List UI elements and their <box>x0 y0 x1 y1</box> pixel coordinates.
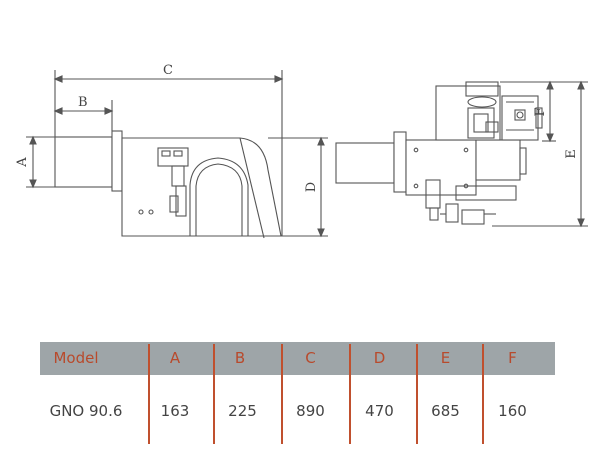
label-f: F <box>533 107 548 116</box>
column-separator <box>416 344 418 444</box>
dimension-c <box>53 70 284 236</box>
side-view <box>54 130 282 239</box>
header-e: E <box>440 349 451 367</box>
dimension-f <box>500 80 556 143</box>
label-e: E <box>564 149 579 159</box>
column-separator <box>281 344 283 444</box>
label-b: B <box>78 95 88 110</box>
dimension-d <box>268 136 328 238</box>
cell-a: 163 <box>160 402 190 420</box>
cell-d: 470 <box>365 402 394 420</box>
header-f: F <box>508 349 517 367</box>
dimension-a <box>26 135 55 189</box>
label-d: D <box>304 182 319 192</box>
header-model: Model <box>53 349 99 367</box>
cell-e: 685 <box>431 402 460 420</box>
column-separator <box>349 344 351 444</box>
column-separator <box>482 344 484 444</box>
blast-tube-front <box>335 142 395 184</box>
fan-housing-arch <box>189 157 249 236</box>
burner-dimension-drawing: C B A D E F <box>15 63 588 239</box>
cell-model: GNO 90.6 <box>49 402 123 420</box>
header-a: A <box>169 349 181 367</box>
header-d: D <box>373 349 386 367</box>
label-c: C <box>163 63 173 78</box>
column-separator <box>148 344 150 444</box>
dimension-b <box>53 100 114 131</box>
mounting-flange-side <box>111 130 123 192</box>
cell-f: 160 <box>498 402 527 420</box>
header-b: B <box>234 349 246 367</box>
header-c: C <box>305 349 316 367</box>
dimension-table: Model A B C D E F GNO 90.6 163 225 890 4… <box>0 330 600 460</box>
burner-body-side <box>121 137 282 237</box>
column-separator <box>213 344 215 444</box>
table-header-bar <box>40 342 555 375</box>
cell-c: 890 <box>296 402 325 420</box>
label-a: A <box>15 157 30 168</box>
cell-b: 225 <box>228 402 257 420</box>
front-view <box>335 81 543 225</box>
blast-tube-side <box>54 136 113 188</box>
